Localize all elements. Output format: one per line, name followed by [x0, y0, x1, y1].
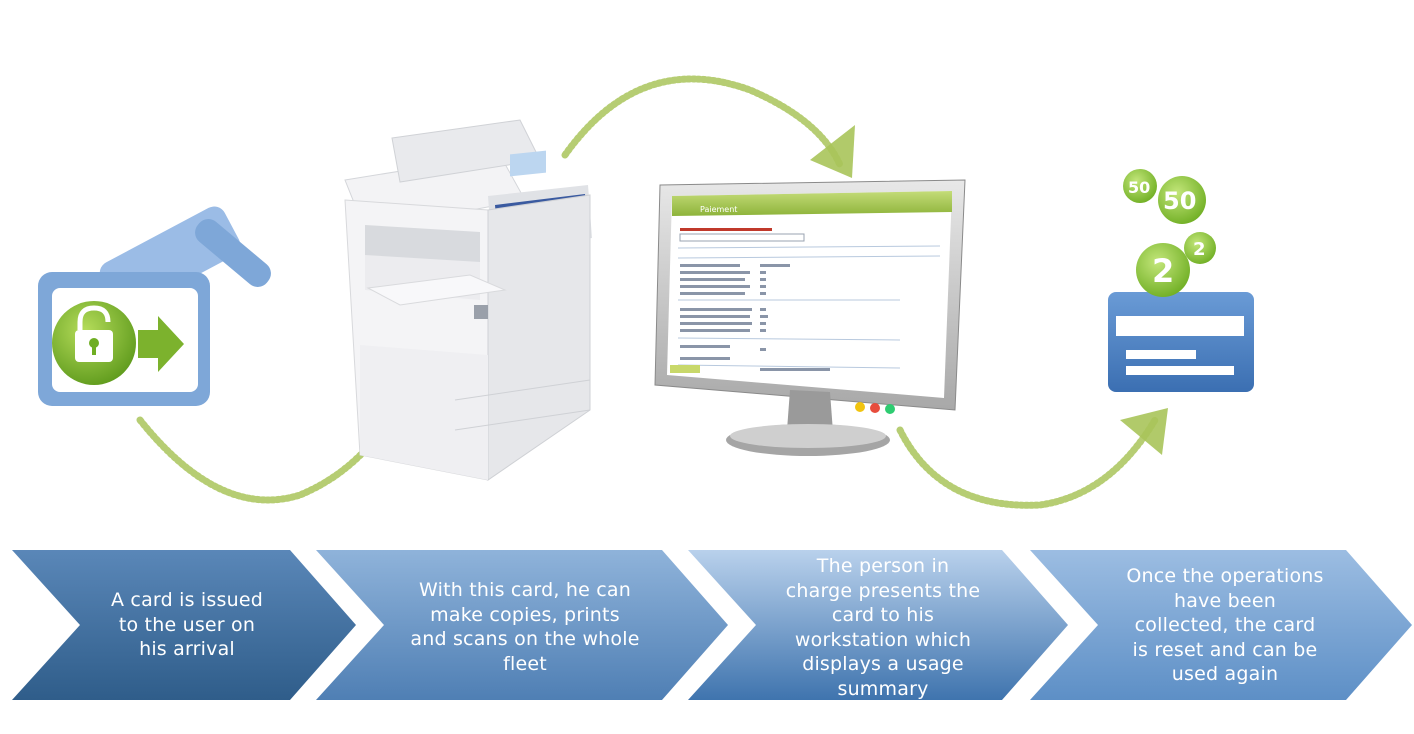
step-1-line: his arrival — [139, 638, 235, 660]
step-4-line: Once the operations — [1126, 565, 1324, 587]
step-3-text: The person in charge presents the card t… — [768, 554, 998, 701]
step-2-line: and scans on the whole — [410, 628, 640, 650]
connector-curve-3 — [896, 416, 1159, 509]
step-1-line: A card is issued — [111, 589, 263, 611]
step-arrow-3 — [688, 550, 1068, 700]
step-arrow-2 — [316, 550, 728, 700]
connector-arrowhead-3 — [1120, 408, 1168, 455]
step-4-line: used again — [1171, 663, 1279, 685]
step-arrow-1 — [12, 550, 356, 700]
printer-icon — [344, 119, 592, 481]
card-unlock-icon — [38, 206, 271, 406]
card-coins-icon: 50 50 2 2 — [1108, 169, 1254, 392]
step-3-line: workstation which — [794, 628, 972, 651]
step-4-line: is reset and can be — [1132, 638, 1318, 661]
step-4-line: have been — [1174, 589, 1276, 612]
coin-label-1: 50 — [1128, 178, 1150, 197]
step-3-line: charge presents the — [785, 579, 981, 602]
step-3-line: summary — [837, 677, 929, 700]
coin-label-4: 2 — [1193, 239, 1206, 260]
step-2-text: With this card, he can make copies, prin… — [390, 578, 660, 676]
step-2-line: make copies, prints — [430, 603, 620, 626]
step-2-line: fleet — [503, 652, 547, 675]
coin-label-2: 50 — [1163, 187, 1196, 215]
connector-curve-1 — [136, 406, 399, 504]
monitor-title-text: Paiement — [700, 205, 737, 214]
connector-arrowhead-2 — [810, 125, 855, 178]
step-1-line: to the user on — [118, 613, 256, 636]
monitor-icon: Paiement — [654, 179, 966, 456]
connector-curve-2 — [561, 75, 844, 169]
step-arrow-4 — [1030, 550, 1412, 700]
coin-label-3: 2 — [1152, 252, 1174, 290]
step-3-line: card to his — [831, 604, 935, 626]
step-1-text: A card is issued to the user on his arri… — [92, 588, 282, 662]
step-2-line: With this card, he can — [419, 579, 631, 601]
step-4-line: collected, the card — [1134, 614, 1316, 636]
step-3-line: The person in — [816, 555, 950, 577]
step-3-line: displays a usage — [802, 653, 964, 675]
step-4-text: Once the operations have been collected,… — [1104, 564, 1346, 687]
